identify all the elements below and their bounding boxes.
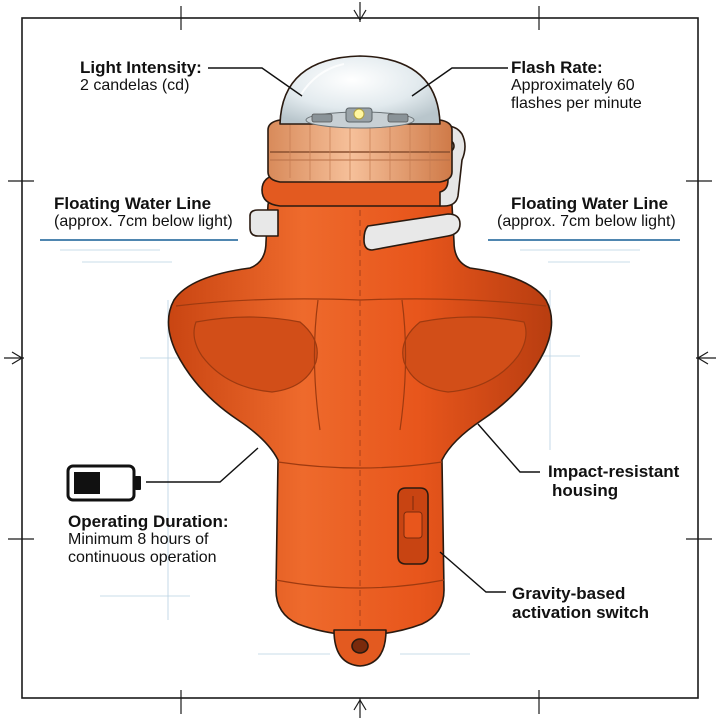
light-dome <box>279 55 441 125</box>
callout-water-line-right: Floating Water Line (approx. 7cm below l… <box>497 194 676 231</box>
callout-gravity-switch: Gravity-based activation switch <box>512 584 649 622</box>
operating-duration-line2: continuous operation <box>68 548 217 566</box>
left-clip <box>249 209 279 237</box>
registration-marks <box>4 2 716 718</box>
callout-flash-rate: Flash Rate: Approximately 60 flashes per… <box>511 58 642 113</box>
water-line-right-title: Floating Water Line <box>511 194 669 213</box>
lens-collar <box>267 119 453 183</box>
water-line-left-title: Floating Water Line <box>54 194 212 213</box>
callout-operating-duration: Operating Duration: Minimum 8 hours of c… <box>68 512 229 567</box>
impact-housing-line2: housing <box>552 481 619 501</box>
light-intensity-value: 2 candelas (cd) <box>80 77 190 95</box>
water-line-left-note: (approx. 7cm below light) <box>54 213 233 231</box>
gravity-switch-line1: Gravity-based <box>512 584 626 603</box>
callout-water-line-left: Floating Water Line (approx. 7cm below l… <box>54 194 233 231</box>
callout-impact-housing: Impact-resistant housing <box>548 462 679 500</box>
operating-duration-line1: Minimum 8 hours of <box>68 531 209 549</box>
flash-rate-title: Flash Rate: <box>511 58 603 77</box>
callout-light-intensity: Light Intensity: 2 candelas (cd) <box>80 58 202 95</box>
impact-housing-line1: Impact-resistant <box>548 462 680 481</box>
water-line-right-note: (approx. 7cm below light) <box>497 213 676 231</box>
operating-duration-title: Operating Duration: <box>68 512 229 531</box>
flash-rate-line2: flashes per minute <box>511 94 642 112</box>
led-light-icon <box>305 107 415 129</box>
leader-lines <box>146 67 540 593</box>
right-clip <box>363 213 461 251</box>
light-intensity-title: Light Intensity: <box>80 58 202 77</box>
gravity-switch-line2: activation switch <box>512 603 649 623</box>
flash-rate-line1: Approximately 60 <box>511 77 635 95</box>
beacon-illustration <box>167 55 553 667</box>
battery-icon <box>66 464 141 502</box>
